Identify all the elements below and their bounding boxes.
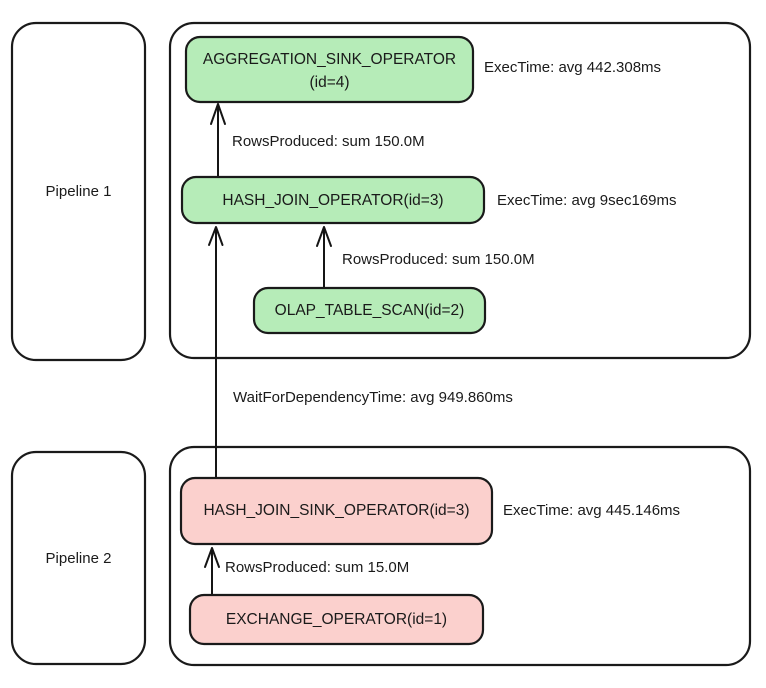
edge-label-exch-to-sink: RowsProduced: sum 15.0M [225,559,409,576]
node-olap-table-scan[interactable]: OLAP_TABLE_SCAN(id=2) [252,286,487,335]
edge-exch-to-sink [204,547,220,599]
metric-aggregation-sink-exectime: ExecTime: avg 442.308ms [484,59,661,76]
svg-text:OLAP_TABLE_SCAN(id=2): OLAP_TABLE_SCAN(id=2) [275,302,465,319]
pipeline2-label: Pipeline 2 [46,550,112,567]
edge-scan-to-join [316,226,332,291]
edge-sink-to-join [208,226,224,493]
node-aggregation-sink-operator[interactable]: AGGREGATION_SINK_OPERATOR (id=4) [184,35,475,104]
svg-text:EXCHANGE_OPERATOR(id=1): EXCHANGE_OPERATOR(id=1) [226,611,447,628]
svg-text:(id=4): (id=4) [309,74,349,91]
edge-label-sink-to-join: WaitForDependencyTime: avg 949.860ms [233,389,513,406]
svg-text:HASH_JOIN_OPERATOR(id=3): HASH_JOIN_OPERATOR(id=3) [222,192,443,209]
pipeline1-label: Pipeline 1 [46,183,112,200]
metric-hash-join-exectime: ExecTime: avg 9sec169ms [497,192,677,209]
svg-text:AGGREGATION_SINK_OPERATOR: AGGREGATION_SINK_OPERATOR [203,51,456,68]
edge-join-to-agg [210,103,226,179]
node-hash-join-sink-operator[interactable]: HASH_JOIN_SINK_OPERATOR(id=3) [179,476,494,546]
pipeline2-label-box [10,450,147,666]
node-hash-join-operator[interactable]: HASH_JOIN_OPERATOR(id=3) [180,175,486,225]
svg-text:HASH_JOIN_SINK_OPERATOR(id=3): HASH_JOIN_SINK_OPERATOR(id=3) [203,502,469,519]
pipeline1-label-box [10,21,147,362]
edge-label-scan-to-join: RowsProduced: sum 150.0M [342,251,535,268]
edge-label-join-to-agg: RowsProduced: sum 150.0M [232,133,425,150]
metric-hash-join-sink-exectime: ExecTime: avg 445.146ms [503,502,680,519]
node-exchange-operator[interactable]: EXCHANGE_OPERATOR(id=1) [188,593,485,646]
